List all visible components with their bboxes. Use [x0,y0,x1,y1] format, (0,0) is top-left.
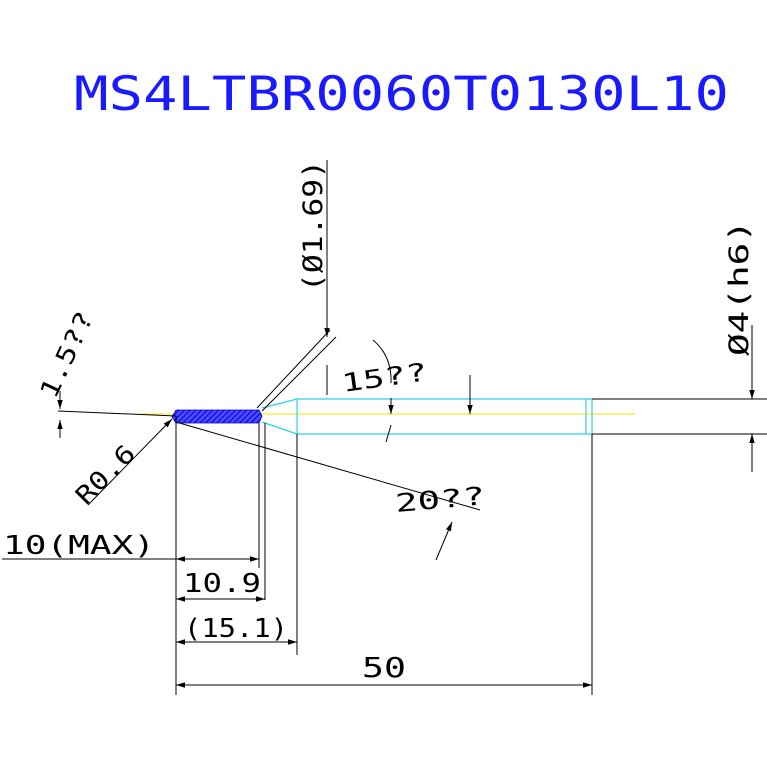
neck-length-label: 10.9 [183,569,261,599]
neck-diameter-label: (Ø1.69) [298,160,329,292]
cutting-edge-hatch [171,409,263,424]
corner-radius-label: R0.6 [70,439,141,510]
side-angle-label: 1.5?? [34,307,99,403]
tool-body-outline [261,398,593,435]
flute-length-label: 10(MAX) [3,531,155,561]
taper-angle-label: 15?? [340,357,429,398]
overall-length-label: 50 [362,651,406,684]
lower-angle-label: 20?? [394,481,486,518]
shank-diameter-label: Ø4(h6) [724,220,755,356]
reach-length-label: (15.1) [184,614,288,644]
dimension-lines [2,160,767,695]
part-number-title: MS4LTBR0060T0130L10 [74,67,729,122]
